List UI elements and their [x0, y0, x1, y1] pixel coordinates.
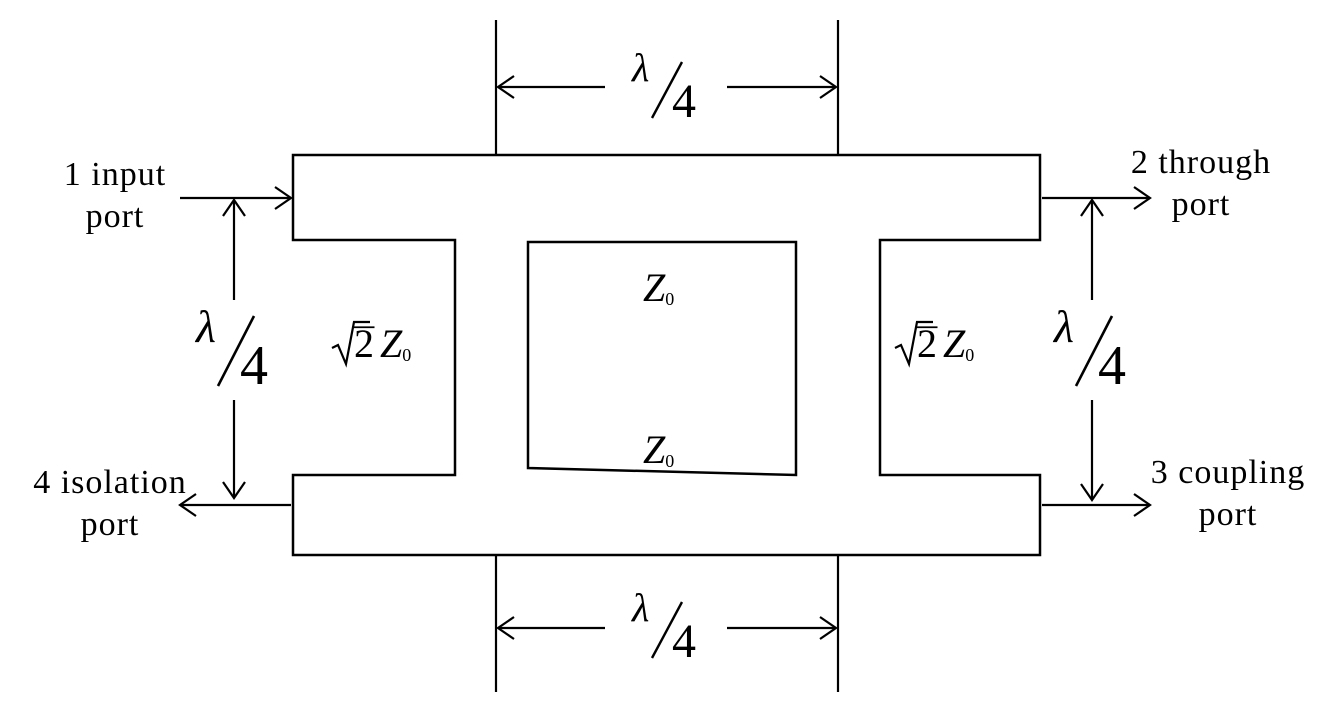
top-series-impedance-symbol: Z: [643, 265, 666, 310]
through-port-arrowhead: [1133, 186, 1152, 210]
right-quarter-wave-label: λ 4: [1054, 304, 1144, 395]
through-port-label: 2 through port: [1106, 142, 1296, 226]
bottom-denominator: 4: [672, 615, 696, 668]
coupling-port-arrowhead: [1133, 493, 1152, 517]
top-quarter-wave-label: λ 4: [628, 45, 718, 130]
right-sqrt-bar: [915, 326, 938, 329]
right-shunt-impedance-z: Z0: [943, 321, 975, 366]
isolation-port-label-line2: port: [80, 506, 140, 543]
isolation-port-arrowhead: [178, 493, 197, 517]
left-dimension-arrowhead-bottom: [222, 481, 246, 500]
coupling-port-label-line1: 3 coupling: [1150, 454, 1306, 491]
left-shunt-impedance-label: 2 Z0: [330, 318, 440, 368]
top-series-impedance-label: Z0: [643, 265, 675, 310]
isolation-port-label: 4 isolation port: [10, 462, 210, 546]
right-sqrt-icon: [894, 320, 933, 368]
input-port-label-line1: 1 input: [63, 156, 167, 193]
through-port-label-line2: port: [1171, 186, 1231, 223]
right-lambda: λ: [1054, 301, 1074, 352]
isolation-port-label-line1: 4 isolation: [33, 464, 187, 501]
top-lambda: λ: [632, 45, 650, 90]
bottom-series-impedance-subscript: 0: [665, 451, 675, 471]
bottom-dimension-arrowhead-right: [819, 616, 838, 640]
left-quarter-wave-label: λ 4: [196, 304, 286, 395]
right-shunt-impedance-label: 2 Z0: [893, 318, 1003, 368]
left-sqrt-bar: [352, 326, 375, 329]
top-series-impedance-subscript: 0: [665, 289, 675, 309]
left-lambda: λ: [196, 301, 216, 352]
left-shunt-impedance-symbol: Z: [380, 321, 403, 366]
bottom-quarter-wave-label: λ 4: [628, 585, 718, 670]
input-port-label: 1 input port: [40, 154, 190, 238]
right-shunt-impedance-symbol: Z: [943, 321, 966, 366]
bottom-dimension-arrowhead-left: [496, 616, 515, 640]
top-denominator: 4: [672, 75, 696, 128]
left-sqrt-icon: [331, 320, 370, 368]
left-shunt-impedance-z: Z0: [380, 321, 412, 366]
input-port-arrowhead: [274, 186, 293, 210]
left-shunt-impedance-subscript: 0: [402, 345, 412, 365]
inner-square: [526, 240, 798, 477]
coupling-port-label: 3 coupling port: [1128, 452, 1328, 536]
left-sqrt-radicand: 2: [354, 321, 374, 366]
top-dimension-arrowhead-right: [819, 75, 838, 99]
through-port-label-line1: 2 through: [1130, 144, 1272, 181]
bottom-lambda: λ: [632, 585, 650, 630]
top-fraction-slash: [650, 61, 684, 119]
bottom-fraction-slash: [650, 601, 684, 659]
bottom-series-impedance-symbol: Z: [643, 427, 666, 472]
right-shunt-impedance-subscript: 0: [965, 345, 975, 365]
bottom-series-impedance-label: Z0: [643, 427, 675, 472]
right-dimension-arrowhead-bottom: [1080, 483, 1104, 502]
left-dimension-arrowhead-top: [222, 198, 246, 217]
right-fraction-slash: [1074, 315, 1114, 387]
left-denominator: 4: [240, 335, 268, 397]
top-dimension-arrowhead-left: [496, 75, 515, 99]
left-fraction-slash: [216, 315, 256, 387]
coupler-outline: [291, 153, 1042, 557]
coupling-port-label-line2: port: [1198, 496, 1258, 533]
input-port-label-line2: port: [85, 198, 145, 235]
right-sqrt-radicand: 2: [917, 321, 937, 366]
right-dimension-arrowhead-top: [1080, 198, 1104, 217]
right-denominator: 4: [1098, 335, 1126, 397]
